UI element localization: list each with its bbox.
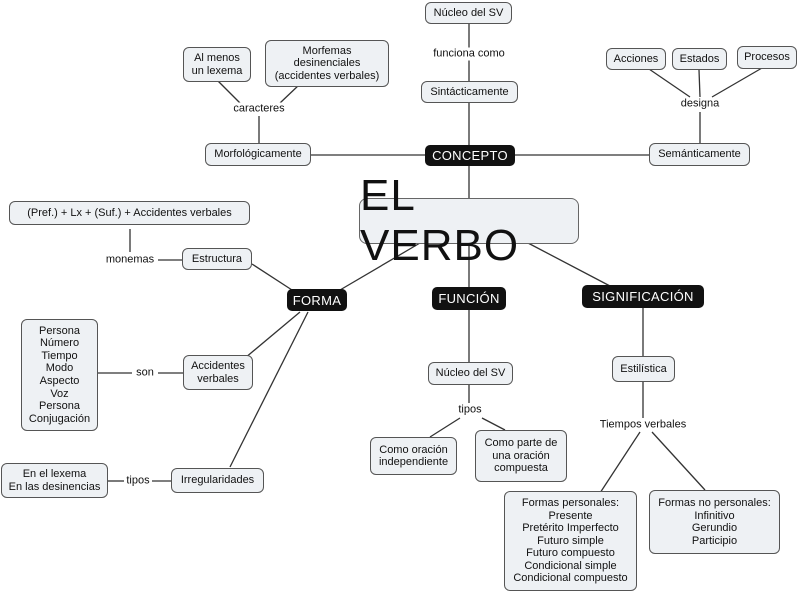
node-irregularidades-list: En el lexema En las desinencias [1,463,108,498]
accidentes-line-2: verbales [197,372,239,385]
forma-personal-item: Presente [548,509,593,522]
node-accidentes-list: Persona Número Tiempo Modo Aspecto Voz P… [21,319,98,431]
formas-no-personales-heading: Formas no personales: [658,497,771,509]
node-irregularidades: Irregularidades [171,468,264,493]
irregularidad-item: En las desinencias [8,480,101,493]
label-tiempos-verbales: Tiempos verbales [597,418,689,432]
compuesta-line-3: compuesta [494,462,548,475]
compuesta-line-2: una oración [492,449,550,462]
forma-personal-item: Condicional simple [524,559,617,572]
formas-personales-heading: Formas personales: [521,496,620,509]
forma-personal-item: Futuro compuesto [526,547,615,560]
forma-no-personal-item: Participio [691,534,738,547]
label-designa: designa [678,97,722,111]
al-menos-line-1: Al menos [194,52,240,64]
accidente-item: Persona [39,400,80,413]
label-caracteres: caracteres [231,102,287,116]
label-monemas: monemas [103,253,157,267]
label-son: son [134,366,156,380]
accidente-item: Voz [50,387,69,400]
accidente-item: Persona [39,324,80,337]
morfemas-line-1: Morfemas [302,44,352,57]
node-parte-oracion-compuesta: Como parte de una oración compuesta [475,430,567,482]
accidente-item: Tiempo [41,349,78,362]
irregularidad-item: En el lexema [22,468,87,480]
node-accidentes-verbales: Accidentes verbales [183,355,253,390]
morfemas-line-2: desinenciales [293,57,361,70]
node-estilistica: Estilística [612,356,675,382]
forma-personal-item: Futuro simple [537,534,604,547]
label-funciona-como: funciona como [431,47,507,61]
forma-personal-item: Pretérito Imperfecto [522,522,619,535]
accidente-item: Aspecto [39,375,80,387]
forma-no-personal-item: Infinitivo [694,509,735,522]
label-tipos-forma: tipos [124,474,152,488]
independiente-line-2: independiente [378,456,449,468]
node-acciones: Acciones [606,48,666,70]
node-procesos: Procesos [737,46,797,69]
node-estados: Estados [672,48,727,70]
node-semanticamente: Semánticamente [649,143,750,166]
node-estructura: Estructura [182,248,252,270]
accidente-item: Modo [45,362,74,375]
accidente-item: Conjugación [28,412,91,425]
branch-forma: FORMA [287,289,347,311]
compuesta-line-1: Como parte de [484,437,558,450]
branch-concepto: CONCEPTO [425,145,515,166]
node-formas-no-personales: Formas no personales: Infinitivo Gerundi… [649,490,780,554]
al-menos-line-2: un lexema [191,64,243,77]
node-formas-personales: Formas personales: Presente Pretérito Im… [504,491,637,591]
morfemas-line-3: (accidentes verbales) [274,69,380,82]
node-morfemas: Morfemas desinenciales (accidentes verba… [265,40,389,87]
accidentes-line-1: Accidentes [191,360,245,372]
independiente-line-1: Como oración [379,443,448,456]
node-sintacticamente: Sintácticamente [421,81,518,103]
node-formula: (Pref.) + Lx + (Suf.) + Accidentes verba… [9,201,250,225]
node-nucleo-sv-funcion: Núcleo del SV [428,362,513,385]
node-nucleo-sv-concepto: Núcleo del SV [425,2,512,24]
branch-funcion: FUNCIÓN [432,287,506,310]
node-oracion-independiente: Como oración independiente [370,437,457,475]
node-morfologicamente: Morfológicamente [205,143,311,166]
central-topic: EL VERBO [359,171,579,270]
label-tipos-funcion: tipos [456,403,484,417]
node-al-menos-lexema: Al menos un lexema [183,47,251,82]
branch-significacion: SIGNIFICACIÓN [582,285,704,308]
forma-no-personal-item: Gerundio [691,522,738,534]
accidente-item: Número [39,337,80,350]
forma-personal-item: Condicional compuesto [513,572,628,585]
